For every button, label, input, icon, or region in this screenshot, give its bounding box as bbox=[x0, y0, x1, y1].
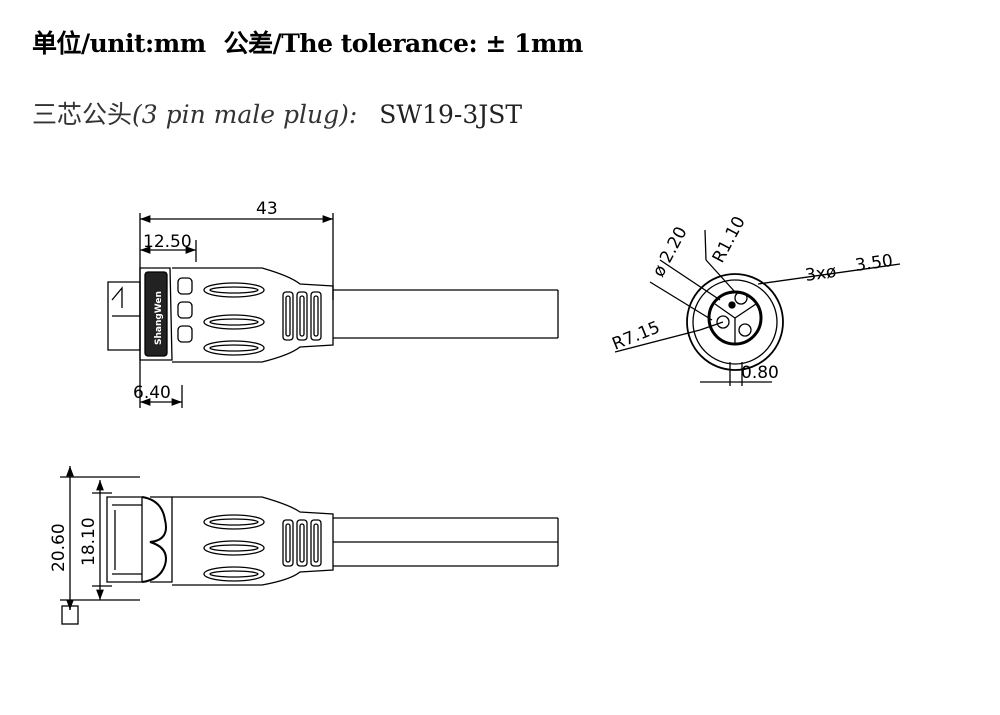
dim-circle-radius: R7.15 bbox=[609, 317, 663, 354]
side-view bbox=[107, 213, 559, 408]
top-view bbox=[60, 466, 559, 625]
dim-pin-length: 6.40 bbox=[133, 383, 171, 403]
dim-outer-diameter: 20.60 bbox=[49, 523, 69, 572]
dim-pin-diameter: 3xø bbox=[804, 262, 838, 286]
header-title: 单位/unit:mm 公差/The tolerance: ± 1mm bbox=[32, 24, 583, 60]
product-model: SW19-3JST bbox=[379, 100, 523, 129]
brand-mark: ShangWen bbox=[154, 291, 164, 345]
tolerance-label: 公差/The tolerance: ± 1mm bbox=[223, 29, 584, 58]
dim-pin-hole-diameter: ø 2.20 bbox=[649, 224, 692, 281]
dim-total-length: 43 bbox=[256, 199, 278, 219]
end-view bbox=[614, 229, 901, 386]
product-name-cn: 三芯公头 bbox=[32, 100, 133, 129]
product-name-en: (3 pin male plug): bbox=[132, 100, 358, 129]
dim-inner-diameter: 18.10 bbox=[79, 517, 99, 566]
dim-gap: 0.80 bbox=[741, 363, 779, 383]
unit-label: 单位/unit:mm bbox=[32, 29, 206, 58]
dim-pin-spacing: 3.50 bbox=[854, 251, 894, 276]
dim-hole-radius: R1.10 bbox=[709, 213, 750, 266]
product-line: 三芯公头(3 pin male plug): SW19-3JST bbox=[32, 95, 522, 131]
dim-coupling-length: 12.50 bbox=[143, 232, 192, 252]
